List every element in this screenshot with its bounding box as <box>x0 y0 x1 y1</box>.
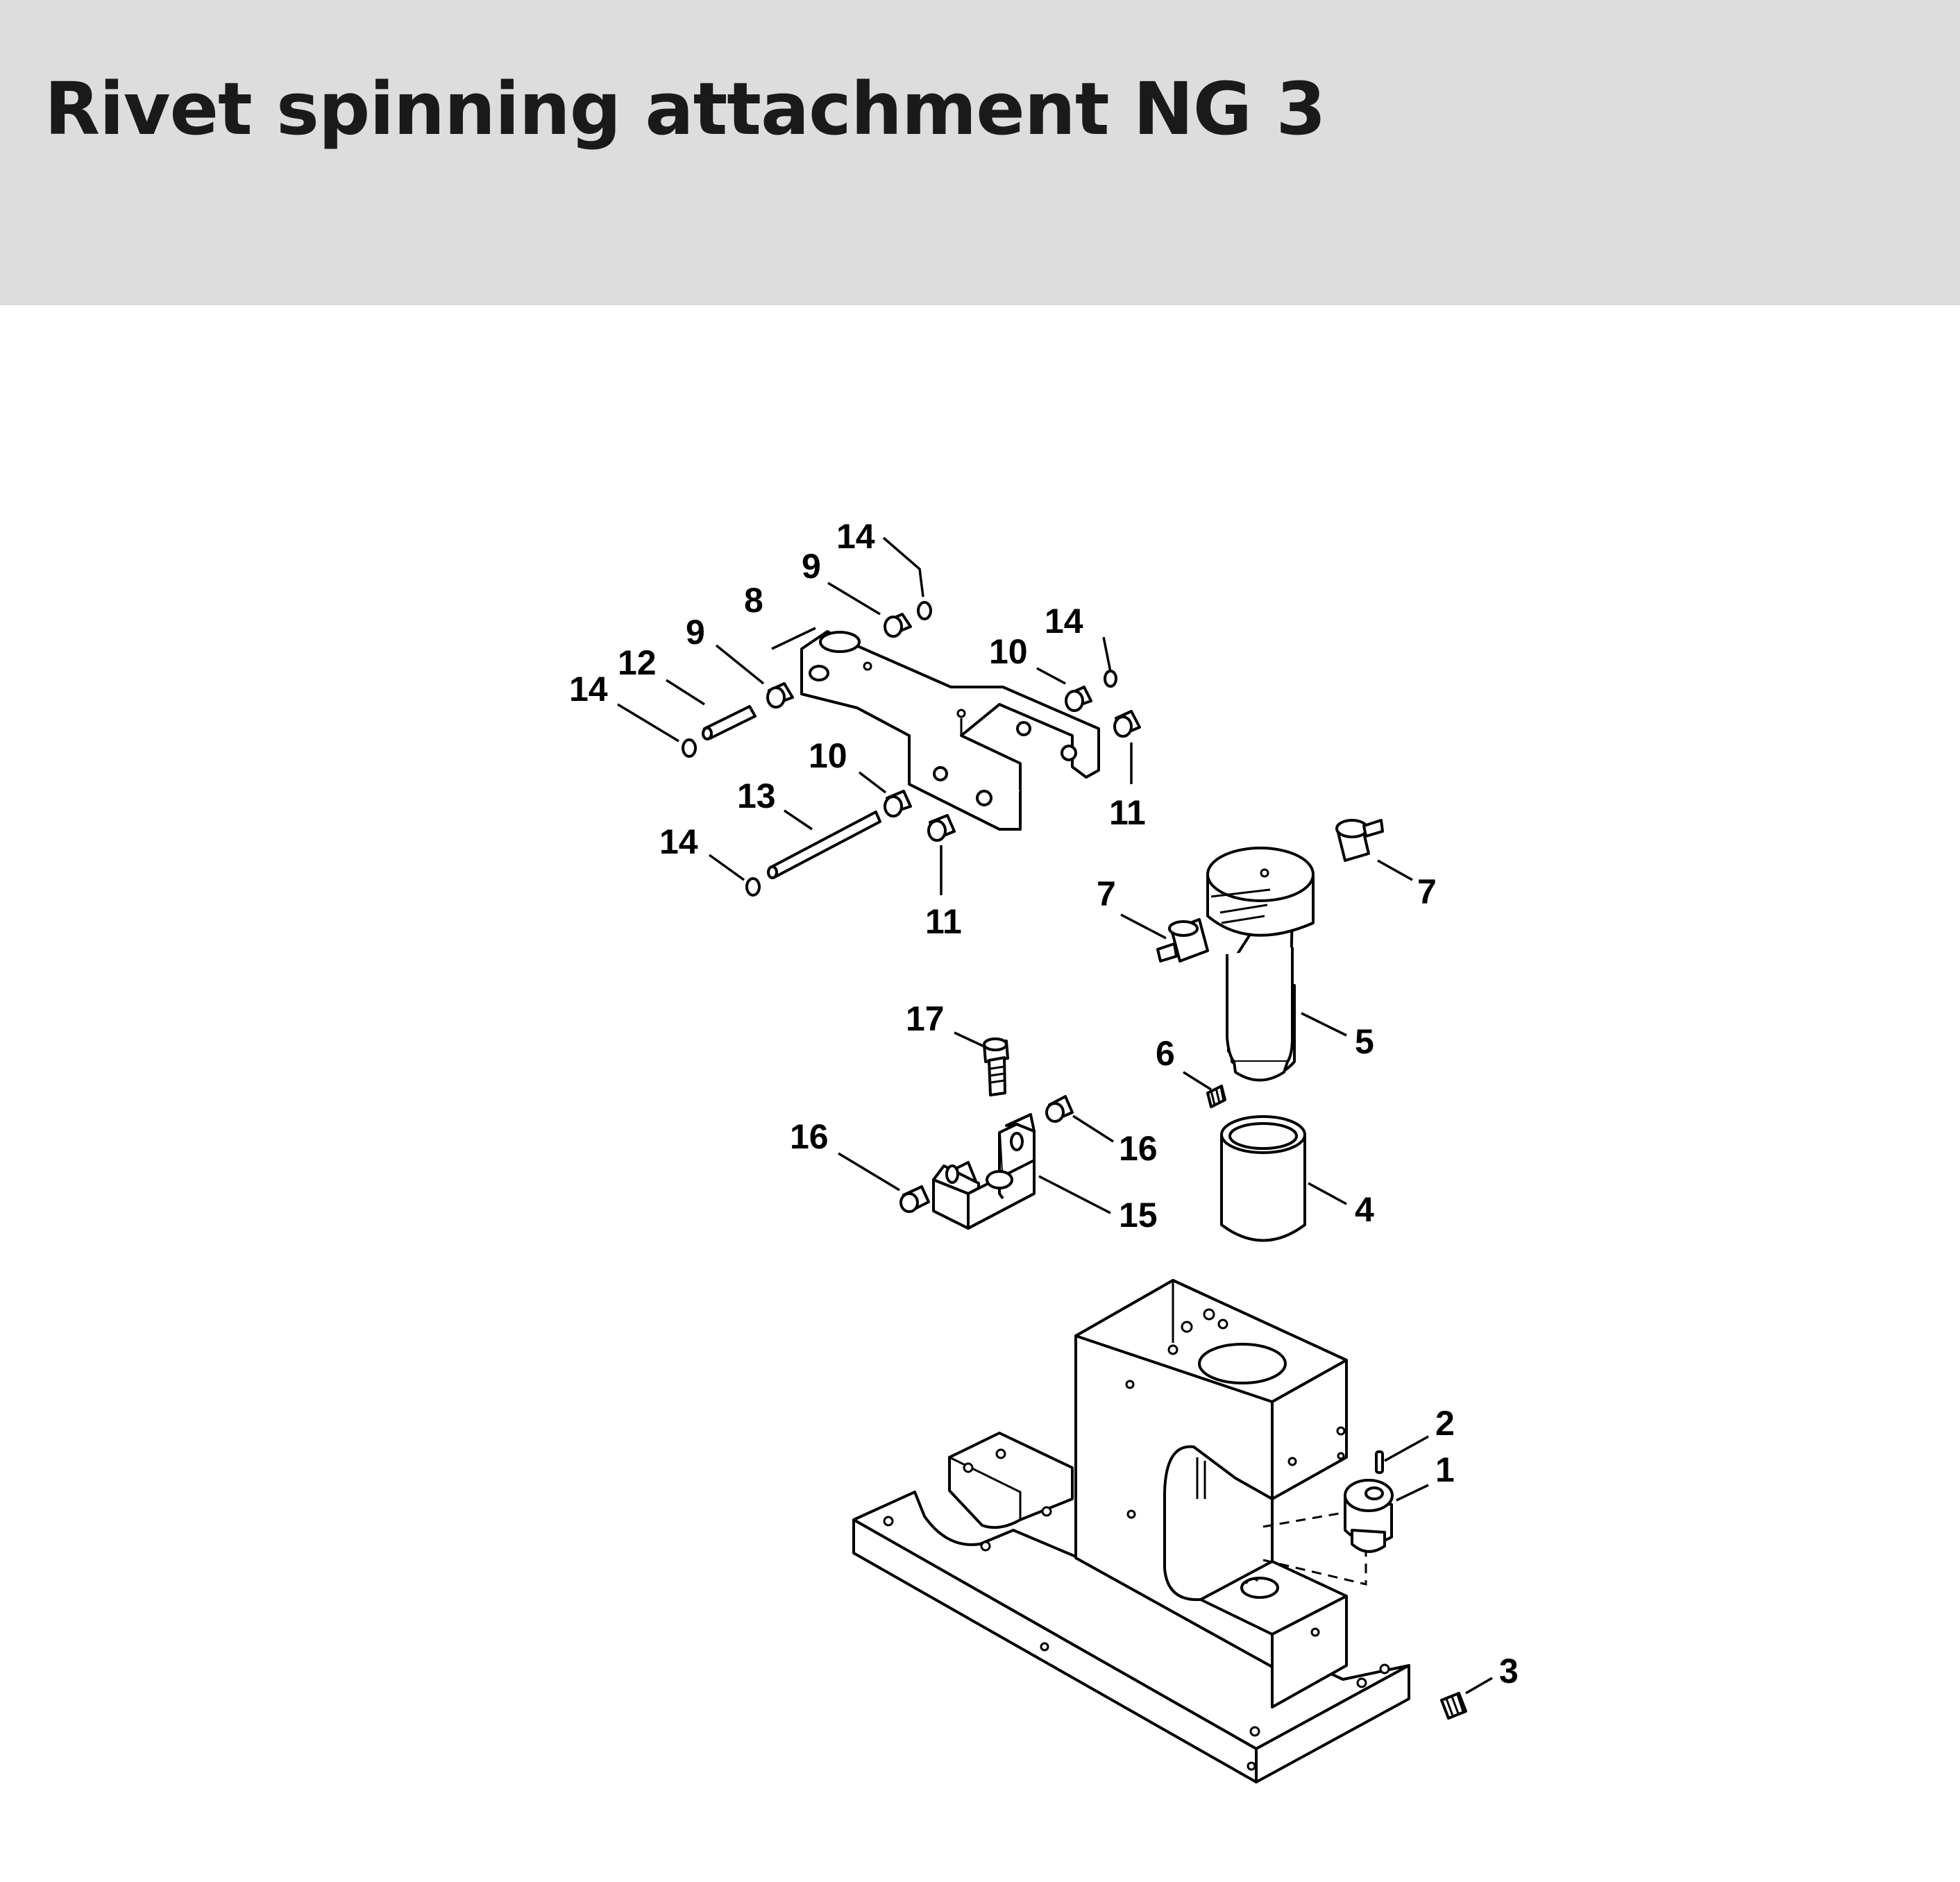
part-17-cap-screw <box>983 1037 1009 1096</box>
part-15-u-bracket <box>932 1113 1036 1230</box>
callout-16: 16 <box>1119 1129 1158 1168</box>
leader-lines <box>617 536 1493 1695</box>
part-13-pin-long <box>767 811 881 879</box>
base-plate <box>852 1432 1410 1783</box>
callout-4: 4 <box>1355 1190 1374 1229</box>
callout-16: 16 <box>790 1117 829 1156</box>
part-1-adapter <box>1344 1479 1394 1553</box>
part-7-thumb-screw-left <box>1156 918 1209 963</box>
callout-14: 14 <box>836 517 875 556</box>
header-bar: Rivet spinning attachment NG 3 <box>0 0 1960 305</box>
callout-10: 10 <box>809 736 847 775</box>
c-frame-body <box>1074 1279 1371 1709</box>
callout-8: 8 <box>744 581 763 620</box>
part-11-bushing-left <box>927 814 956 842</box>
part-6-spring <box>1206 1085 1226 1108</box>
part-3-set-screw <box>1440 1692 1467 1720</box>
part-12-pin <box>702 705 757 740</box>
callout-labels: 14 9 8 9 12 14 14 10 10 13 14 11 11 7 7 … <box>569 517 1519 1690</box>
callout-13: 13 <box>737 777 776 815</box>
part-4-sleeve <box>1220 1115 1306 1242</box>
callout-14: 14 <box>569 670 608 709</box>
callout-10: 10 <box>989 632 1028 671</box>
callout-9: 9 <box>686 613 705 652</box>
callout-14: 14 <box>1045 602 1083 641</box>
part-10-bushing-left <box>884 790 912 817</box>
part-2-pin <box>1375 1450 1384 1474</box>
part-5-spindle-head <box>1206 847 1315 1082</box>
callout-17: 17 <box>906 999 945 1038</box>
part-14-retaining-rings <box>682 601 1117 897</box>
bushings-9-10-11 <box>766 613 1141 842</box>
part-7-thumb-screw-right <box>1335 819 1384 862</box>
part-16-bushings <box>899 1095 1074 1213</box>
callout-9: 9 <box>802 547 821 586</box>
callout-1: 1 <box>1435 1450 1455 1489</box>
callout-3: 3 <box>1499 1652 1519 1690</box>
callout-2: 2 <box>1435 1404 1455 1443</box>
part-8-forked-lever <box>800 630 1100 831</box>
part-11-bushing-right <box>1113 710 1141 738</box>
part-9-bushing-left <box>766 682 794 709</box>
part-10-bushing-right <box>1065 686 1092 712</box>
callout-12: 12 <box>618 643 657 682</box>
callout-15: 15 <box>1119 1196 1158 1235</box>
callout-11: 11 <box>1109 793 1146 832</box>
callout-6: 6 <box>1156 1034 1175 1073</box>
callout-7: 7 <box>1417 872 1437 911</box>
callout-11: 11 <box>925 902 962 941</box>
part-9-bushing-upper <box>884 613 912 638</box>
callout-5: 5 <box>1355 1022 1374 1061</box>
callout-14: 14 <box>659 822 698 861</box>
callout-7: 7 <box>1097 874 1116 913</box>
page-title: Rivet spinning attachment NG 3 <box>44 67 1326 151</box>
